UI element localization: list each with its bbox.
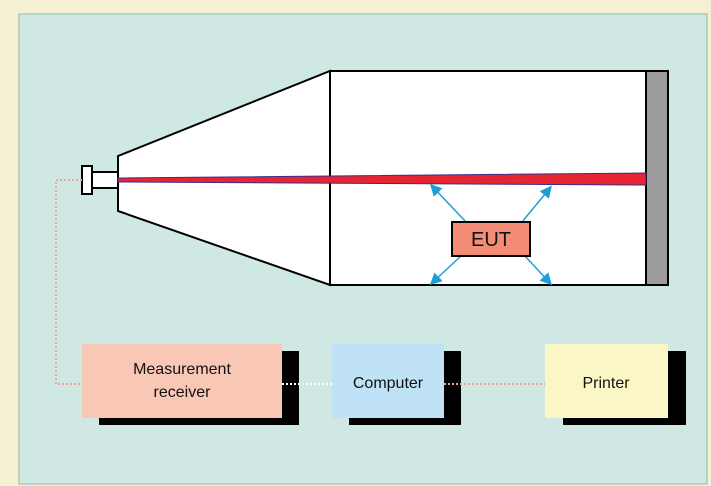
septum-beam <box>117 172 647 186</box>
absorber-wall <box>645 70 669 286</box>
field-arrow-top-left <box>429 183 467 223</box>
feed-connector <box>81 165 93 195</box>
printer-label: Printer <box>582 375 630 392</box>
field-arrow-bottom-right <box>523 254 553 286</box>
computer-box <box>332 344 444 418</box>
field-arrow-top-right <box>521 185 552 223</box>
field-arrow-bottom-left <box>429 254 463 286</box>
measurement-receiver-box <box>82 344 282 418</box>
printer-box <box>545 344 668 418</box>
eut-box <box>451 221 531 257</box>
measurement-receiver-label-line1: Measurement <box>133 361 231 378</box>
receiver-cable <box>55 179 82 385</box>
feed-connector-body <box>91 171 119 189</box>
computer-label: Computer <box>353 375 424 392</box>
eut-label: EUT <box>471 229 511 251</box>
measurement-receiver-label-line2: receiver <box>154 384 212 401</box>
